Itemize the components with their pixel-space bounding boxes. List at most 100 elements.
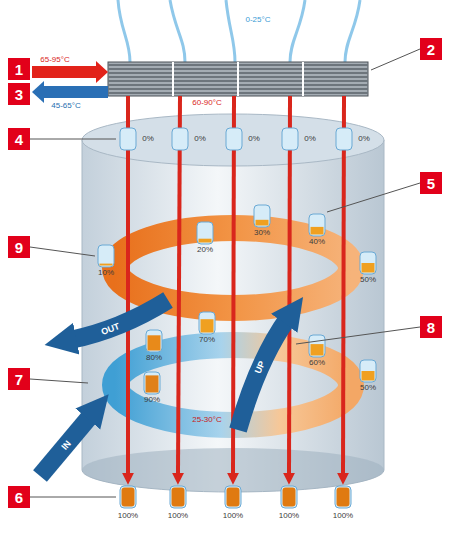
leader-line [296,327,420,344]
fill-bottle [172,128,188,150]
bottle-fill [256,220,269,226]
fill-percentage: 0% [142,135,154,143]
bottle-fill [337,488,350,507]
bottle-fill [146,375,159,392]
bottle-fill [201,319,214,332]
fill-percentage: 90% [144,396,160,404]
fill-bottle [197,222,213,244]
fill-bottle [146,330,162,352]
fill-percentage: 100% [333,512,353,520]
exchanger-divider [172,62,174,96]
fill-bottle [226,128,242,150]
leader-line [30,497,116,498]
fill-bottle [144,372,160,394]
up-flow-arrow [238,318,288,430]
callout-number: 8 [420,316,442,338]
bottle-glass [144,372,160,394]
exchanger-divider [302,62,304,96]
bottle-glass [199,312,215,334]
hot-inlet-arrow [32,66,97,78]
bottle-glass [197,222,213,244]
cold-pipe [170,0,185,62]
fill-bottle [120,486,136,508]
temperature-label: 60-90°C [192,99,221,107]
fill-percentage: 60% [309,359,325,367]
fill-bottle [225,486,241,508]
exchanger-divider [237,62,239,96]
fill-percentage: 10% [98,269,114,277]
bottle-glass [170,486,186,508]
bottle-fill [122,488,135,507]
fill-bottle [281,486,297,508]
fill-bottle [120,128,136,150]
fill-bottle [309,214,325,236]
leader-line [30,379,88,383]
in-flow-arrow [40,414,92,476]
fill-percentage: 30% [254,229,270,237]
exchanger-fins [108,62,368,96]
fill-percentage: 20% [197,246,213,254]
hot-flow-pipe [178,96,180,474]
fill-percentage: 0% [304,135,316,143]
callout-number: 9 [8,236,30,258]
hot-flow-pipe [289,96,290,474]
fill-percentage: 100% [223,512,243,520]
fill-bottle [199,312,215,334]
fill-bottle [360,360,376,382]
bottle-glass [309,214,325,236]
heat-exchanger [108,62,368,96]
bottle-glass [335,486,351,508]
leader-line [327,183,420,212]
cold-pipe [290,0,305,62]
leader-line [30,139,116,140]
fill-bottle [309,335,325,357]
bottle-glass [281,486,297,508]
return-arrowhead [32,81,44,103]
bottle-glass [360,252,376,274]
callout-number: 7 [8,368,30,390]
fill-percentage: 0% [248,135,260,143]
bottle-glass [120,486,136,508]
bottle-fill [100,264,113,266]
bottle-glass [254,205,270,227]
cold-pipe [118,0,130,62]
callout-number: 6 [8,486,30,508]
bottle-fill [283,488,296,507]
fill-percentage: 50% [360,276,376,284]
bottle-glass [98,245,114,267]
fill-percentage: 100% [118,512,138,520]
bottle-fill [172,488,185,507]
bottle-fill [311,227,324,235]
fill-percentage: 100% [279,512,299,520]
bottle-glass [360,360,376,382]
callout-number: 4 [8,128,30,150]
fill-bottle [335,486,351,508]
fill-bottle [282,128,298,150]
fill-percentage: 40% [309,238,325,246]
fill-percentage: 0% [194,135,206,143]
bottle-fill [227,488,240,507]
bottle-fill [311,344,324,355]
fill-percentage: 100% [168,512,188,520]
fill-percentage: 80% [146,354,162,362]
cold-pipe [226,0,235,62]
hot-flow-pipe [126,96,130,474]
fill-percentage: 70% [199,336,215,344]
callout-number: 1 [8,58,30,80]
temperature-label: 65-95°C [40,56,69,64]
hot-flow-pipe [343,96,344,474]
fill-bottle [98,245,114,267]
bottle-fill [148,335,161,350]
fill-percentage: 0% [358,135,370,143]
bottle-fill [199,239,212,243]
callout-number: 5 [420,172,442,194]
callout-number: 3 [8,83,30,105]
fill-bottle [254,205,270,227]
temperature-label: 45-65°C [51,102,80,110]
bottle-fill [362,263,375,273]
bottle-fill [362,371,375,381]
hot-inlet-arrowhead [96,61,108,83]
callout-number: 2 [420,38,442,60]
